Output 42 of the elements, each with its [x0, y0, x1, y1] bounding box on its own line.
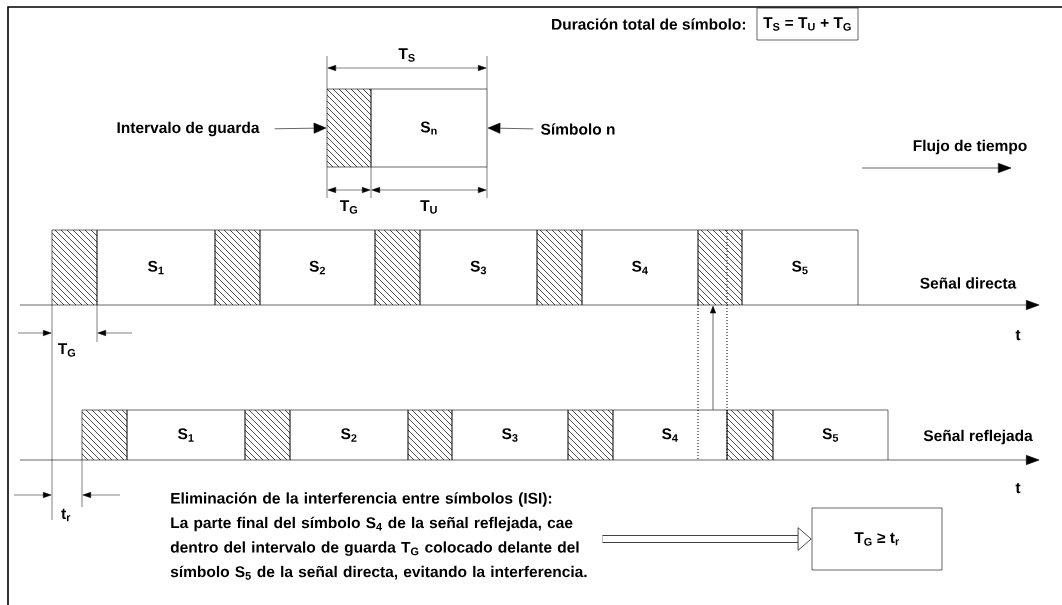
guard-interval: [244, 409, 291, 461]
note-text: Eliminación de la interferencia entre símbolos (ISI): La parte final del símbolo S$_{4}$ de la señal reflejada, cae dentro del intervalo de guarda T$_{G}$ colocado delante del símbolo S$_{5}$ de la señal directa, evitando la interferencia.: [170, 492, 587, 580]
callout-text: Intervalo de guarda: [117, 121, 260, 137]
guard-interval: [726, 409, 774, 461]
guard-interval: [81, 409, 128, 461]
formula-box: T$_{G}$ ≥ t$_{r}$: [811, 507, 943, 571]
symbol-box: S$_{n}$: [370, 88, 488, 168]
arrow: [274, 122, 327, 134]
dimension-label: t: [1015, 329, 1021, 341]
guard-interval: [374, 229, 421, 306]
guard-interval: [407, 409, 453, 461]
callout-text: Símbolo n: [541, 123, 615, 135]
symbol-box: S$_{1}$: [126, 409, 246, 461]
dimension-label: T$_{G}$: [57, 343, 76, 357]
dimension-label: T$_{G}$: [339, 200, 358, 214]
guard-interval: [567, 409, 614, 461]
guard-interval: [214, 229, 261, 306]
dimension-label: T$_{S}$: [398, 48, 415, 62]
dimension-label: Señal reflejada: [923, 429, 1033, 445]
guard-interval: [326, 88, 372, 168]
symbol-box: S$_{2}$: [289, 409, 409, 461]
arrow: [710, 305, 716, 410]
dimension-label: t$_{r}$: [61, 508, 71, 522]
arrow: [602, 527, 812, 551]
symbol-box: S$_{3}$: [419, 229, 538, 306]
dimension-label: T$_{U}$: [420, 200, 437, 214]
symbol-box: S$_{4}$: [612, 409, 728, 461]
arrow: [487, 122, 534, 134]
symbol-box: S$_{2}$: [259, 229, 376, 306]
symbol-box: S$_{5}$: [741, 229, 859, 306]
caption-text: Duración total de símbolo:: [552, 18, 745, 30]
formula-box: T$_{S}$ = T$_{U}$ + T$_{G}$: [756, 7, 859, 41]
symbol-box: S$_{3}$: [451, 409, 569, 461]
symbol-box: S$_{1}$: [96, 229, 216, 306]
symbol-box: S$_{4}$: [581, 229, 699, 306]
symbol-box: S$_{5}$: [772, 409, 889, 461]
guard-interval: [51, 229, 98, 306]
guard-interval: [697, 229, 743, 306]
guard-interval: [536, 229, 583, 306]
dimension-label: Señal directa: [920, 277, 1017, 289]
dimension-label: Flujo de tiempo: [913, 139, 1027, 155]
dimension-label: t: [1015, 482, 1021, 494]
